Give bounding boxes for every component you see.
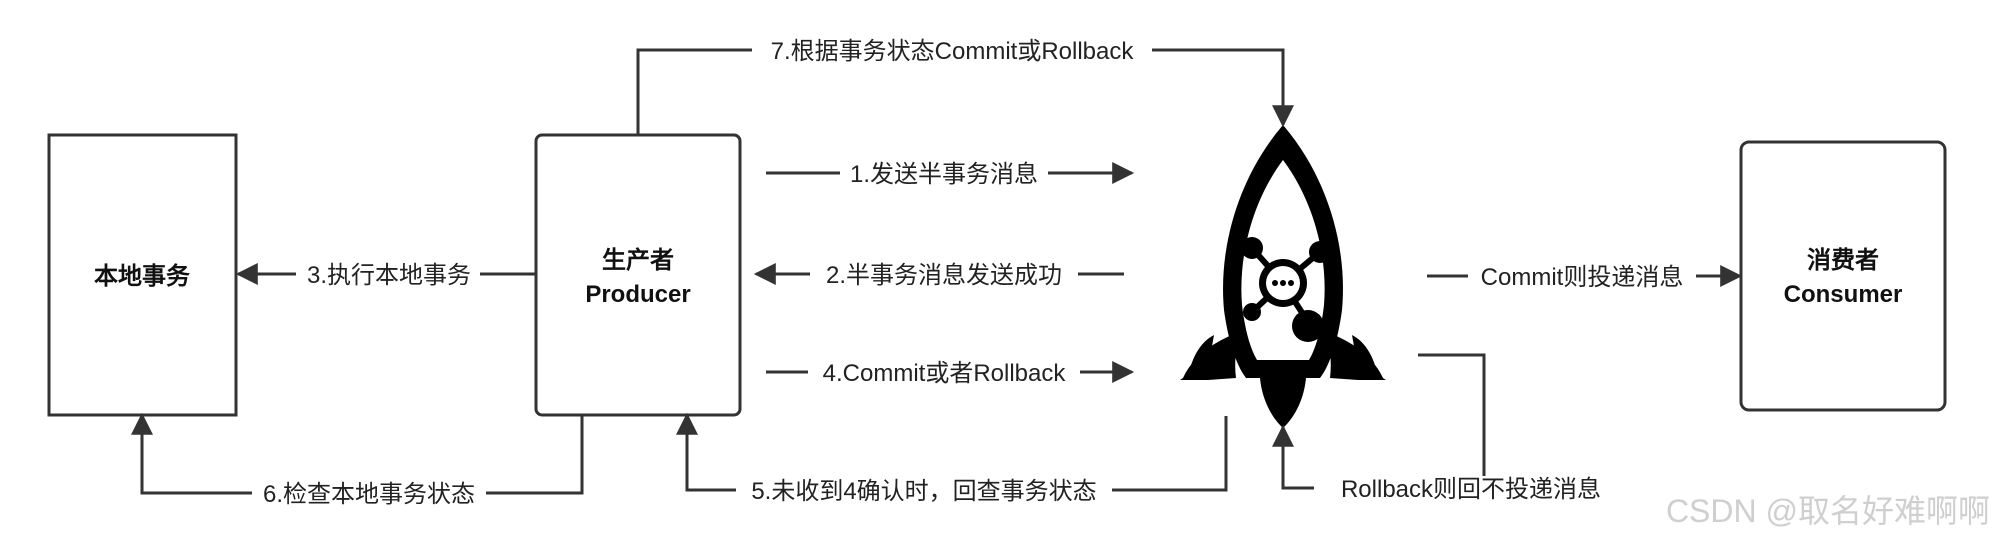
edge-label-2: 2.半事务消息发送成功 — [826, 262, 1062, 289]
producer-box: 生产者 Producer — [534, 133, 742, 417]
edge-label-6: 6.检查本地事务状态 — [263, 481, 475, 508]
local-transaction-label: 本地事务 — [94, 262, 191, 290]
rocketmq-broker-icon — [1180, 125, 1386, 428]
edge-check-local-status: 6.检查本地事务状态 — [131, 412, 584, 508]
edge-half-message-success: 2.半事务消息发送成功 — [753, 262, 1124, 289]
edge-commit-rollback-by-status: 7.根据事务状态Commit或Rollback — [636, 38, 1294, 135]
edge-label-commit: Commit则投递消息 — [1481, 264, 1684, 291]
consumer-label-cn: 消费者 — [1807, 246, 1879, 274]
edge-label-1: 1.发送半事务消息 — [850, 161, 1038, 188]
edge-check-back: 5.未收到4确认时，回查事务状态 — [676, 412, 1228, 505]
csdn-watermark: CSDN @取名好难啊啊 — [1666, 493, 1990, 529]
edge-commit-deliver: Commit则投递消息 — [1427, 264, 1743, 291]
edge-label-rollback: Rollback则回不投递消息 — [1341, 476, 1601, 503]
consumer-box: 消费者 Consumer — [1739, 140, 1947, 412]
producer-label-cn: 生产者 — [602, 246, 674, 274]
producer-label-en: Producer — [585, 281, 690, 308]
edge-label-4: 4.Commit或者Rollback — [823, 360, 1067, 387]
local-transaction-box: 本地事务 — [47, 133, 238, 417]
edge-label-7: 7.根据事务状态Commit或Rollback — [771, 38, 1135, 65]
edge-label-3: 3.执行本地事务 — [307, 262, 471, 289]
edge-send-half-message: 1.发送半事务消息 — [766, 161, 1135, 188]
edge-label-5: 5.未收到4确认时，回查事务状态 — [751, 478, 1096, 505]
edge-commit-or-rollback: 4.Commit或者Rollback — [766, 360, 1135, 387]
edge-rollback-no-deliver: Rollback则回不投递消息 — [1272, 353, 1601, 503]
edge-execute-local-transaction: 3.执行本地事务 — [235, 262, 536, 289]
consumer-label-en: Consumer — [1784, 281, 1903, 308]
